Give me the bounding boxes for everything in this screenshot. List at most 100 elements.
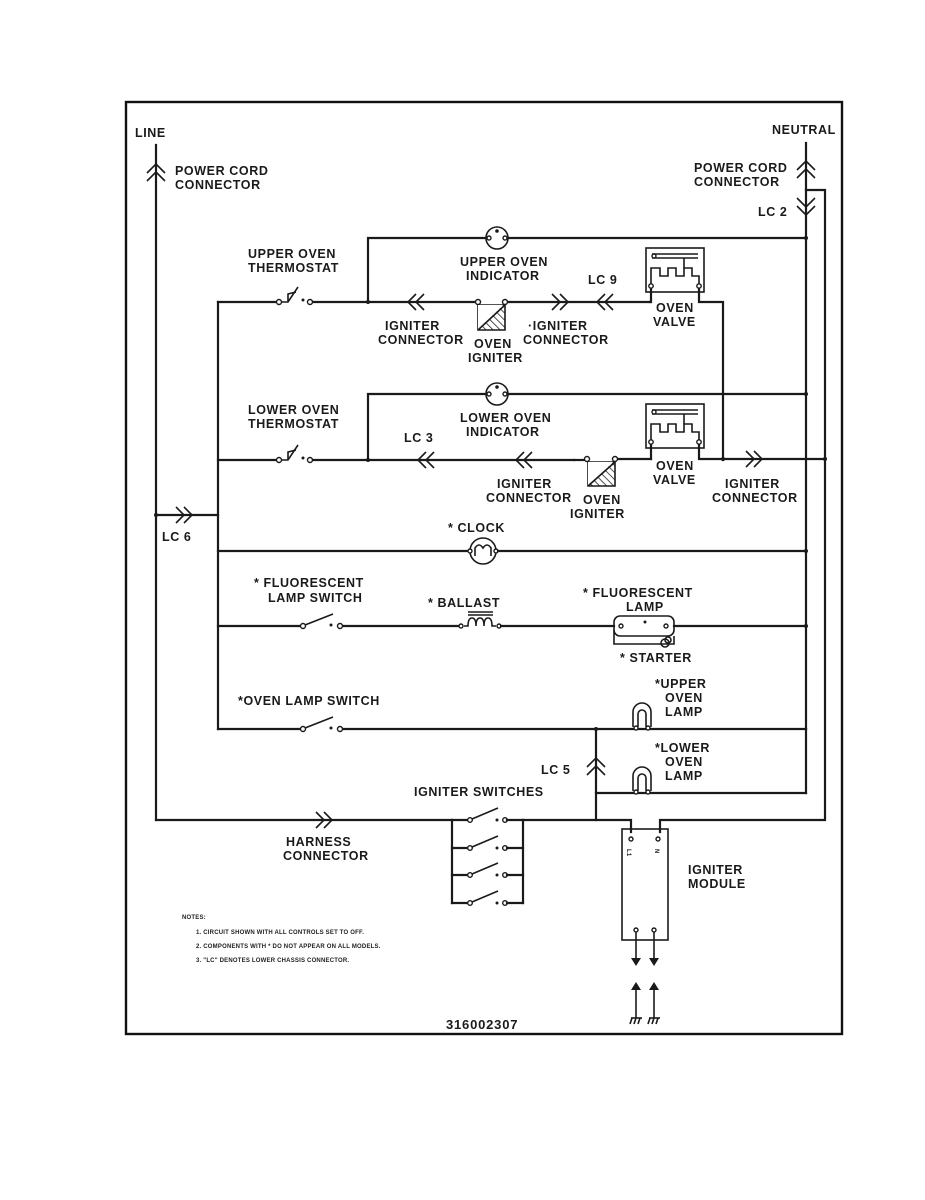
note-item-2: 2. COMPONENTS WITH * DO NOT APPEAR ON AL…	[196, 944, 381, 950]
lc2-label: LC 2	[758, 205, 788, 219]
fluorescent-lamp-label-2: LAMP	[626, 600, 664, 614]
lower-indicator-label-1: LOWER OVEN	[460, 411, 551, 425]
oven-lamp-circuit: *OVEN LAMP SWITCH *UPPER OVEN LAMP LC 5	[216, 677, 808, 795]
lower-oven-lamp-icon	[632, 766, 652, 795]
lower-igniter-connector-left-label-1: IGNITER	[497, 477, 552, 491]
igniter-switch-4-icon	[450, 890, 525, 907]
upper-igniter-connector-right-icon	[551, 293, 570, 311]
lower-igniter-connector-right-icon	[745, 450, 764, 468]
oven-lamp-switch-icon	[299, 716, 344, 733]
lower-valve-label-2: VALVE	[653, 473, 696, 487]
notes-block: NOTES: 1. CIRCUIT SHOWN WITH ALL CONTROL…	[182, 915, 381, 964]
lower-oven-lamp-label-3: LAMP	[665, 769, 703, 783]
ground-icon	[629, 1017, 660, 1025]
lc6-connector-icon	[175, 506, 194, 524]
upper-indicator-label-1: UPPER OVEN	[460, 255, 548, 269]
oven-lamp-switch-label: *OVEN LAMP SWITCH	[238, 694, 380, 708]
lower-thermostat-label-2: THERMOSTAT	[248, 417, 339, 431]
upper-oven-circuit: UPPER OVEN THERMOSTAT UPPER OVEN INDICAT…	[216, 226, 808, 462]
igniter-module: L1 N IGNITER MODULE	[594, 818, 746, 1025]
upper-igniter-connector-right-label-2: CONNECTOR	[523, 333, 609, 347]
lc9-connector-icon	[595, 293, 614, 311]
upper-igniter-connector-left-icon	[406, 293, 425, 311]
fluorescent-switch-label-2: LAMP SWITCH	[268, 591, 363, 605]
igniter-module-label-1: IGNITER	[688, 863, 743, 877]
note-item-1: 1. CIRCUIT SHOWN WITH ALL CONTROLS SET T…	[196, 930, 364, 936]
lower-oven-circuit: LOWER OVEN THERMOSTAT LOWER OVEN INDICAT…	[216, 382, 827, 521]
igniter-switches: IGNITER SWITCHES	[414, 785, 598, 907]
neutral-label: NEUTRAL	[772, 123, 836, 137]
upper-igniter-connector-left-label-2: CONNECTOR	[378, 333, 464, 347]
upper-oven-lamp-label-1: *UPPER	[655, 677, 707, 691]
clock-motor-icon	[467, 537, 499, 565]
upper-oven-lamp-label-2: OVEN	[665, 691, 703, 705]
lower-valve-label-1: OVEN	[656, 459, 694, 473]
module-pin-left-label: L1	[625, 849, 631, 857]
module-pin-right-label: N	[653, 849, 659, 854]
upper-oven-igniter-icon	[474, 298, 509, 331]
upper-igniter-connector-right-label-1: ·IGNITER	[528, 319, 588, 333]
lower-indicator-icon	[485, 382, 509, 406]
igniter-module-label-2: MODULE	[688, 877, 746, 891]
fluorescent-lamp-switch-icon	[299, 613, 344, 630]
upper-oven-lamp-icon	[632, 702, 652, 731]
lower-indicator-label-2: INDICATOR	[466, 425, 540, 439]
power-cord-connector-left-label-1: POWER CORD	[175, 164, 269, 178]
lower-oven-lamp-label-2: OVEN	[665, 755, 703, 769]
igniter-switches-label: IGNITER SWITCHES	[414, 785, 544, 799]
harness-connector-label-1: HARNESS	[286, 835, 351, 849]
upper-thermostat-label-2: THERMOSTAT	[248, 261, 339, 275]
ballast-label: * BALLAST	[428, 596, 500, 610]
power-cord-connector-right-label-1: POWER CORD	[694, 161, 788, 175]
upper-indicator-label-2: INDICATOR	[466, 269, 540, 283]
lower-igniter-connector-left-label-2: CONNECTOR	[486, 491, 572, 505]
upper-thermostat-label-1: UPPER OVEN	[248, 247, 336, 261]
fluorescent-switch-label-1: * FLUORESCENT	[254, 576, 364, 590]
igniter-output-arrows-icon	[631, 932, 659, 1018]
lc2-connector-icon	[796, 197, 816, 217]
fluorescent-lamp-icon	[613, 615, 675, 648]
lower-igniter-label-2: IGNITER	[570, 507, 625, 521]
lower-igniter-connector-left-icon	[514, 451, 533, 469]
power-cord-connector-right-icon	[796, 159, 816, 179]
lower-oven-igniter-icon	[583, 455, 619, 487]
lc5-connector-icon	[586, 756, 606, 776]
lower-oven-lamp-label-1: *LOWER	[655, 741, 710, 755]
neutral-rail: NEUTRAL POWER CORD CONNECTOR LC 2	[658, 123, 836, 834]
upper-valve-label-1: OVEN	[656, 301, 694, 315]
starter-label: * STARTER	[620, 651, 692, 665]
note-item-3: 3. "LC" DENOTES LOWER CHASSIS CONNECTOR.	[196, 958, 349, 964]
clock-label: * CLOCK	[448, 521, 505, 535]
harness-connector-icon	[315, 811, 334, 829]
lower-oven-valve-icon	[645, 403, 705, 449]
lower-thermostat-label-1: LOWER OVEN	[248, 403, 339, 417]
line-rail: LINE POWER CORD CONNECTOR LC 6 HARNESS C…	[135, 126, 454, 863]
ballast-icon	[458, 611, 502, 629]
lower-igniter-connector-right-label-2: CONNECTOR	[712, 491, 798, 505]
lower-thermostat-icon	[275, 444, 314, 464]
diagram-frame	[124, 100, 844, 1036]
part-number: 316002307	[446, 1017, 518, 1032]
power-cord-connector-left-icon	[146, 162, 166, 182]
clock-circuit: * CLOCK	[216, 521, 808, 565]
upper-oven-lamp-label-3: LAMP	[665, 705, 703, 719]
lc6-label: LC 6	[162, 530, 192, 544]
lower-igniter-label-1: OVEN	[583, 493, 621, 507]
upper-thermostat-icon	[275, 286, 314, 306]
lc3-connector-icon	[416, 451, 435, 469]
lc3-label: LC 3	[404, 431, 434, 445]
fluorescent-circuit: * FLUORESCENT LAMP SWITCH * BALLAST * FL…	[216, 576, 808, 665]
upper-igniter-label-1: OVEN	[474, 337, 512, 351]
harness-connector-label-2: CONNECTOR	[283, 849, 369, 863]
line-label: LINE	[135, 126, 166, 140]
lc9-label: LC 9	[588, 273, 618, 287]
fluorescent-lamp-label-1: * FLUORESCENT	[583, 586, 693, 600]
upper-igniter-label-2: IGNITER	[468, 351, 523, 365]
igniter-switch-2-icon	[450, 835, 525, 852]
lc5-label: LC 5	[541, 763, 571, 777]
upper-oven-valve-icon	[645, 247, 705, 293]
igniter-switch-3-icon	[450, 862, 525, 879]
lower-igniter-connector-right-label-1: IGNITER	[725, 477, 780, 491]
power-cord-connector-left-label-2: CONNECTOR	[175, 178, 261, 192]
